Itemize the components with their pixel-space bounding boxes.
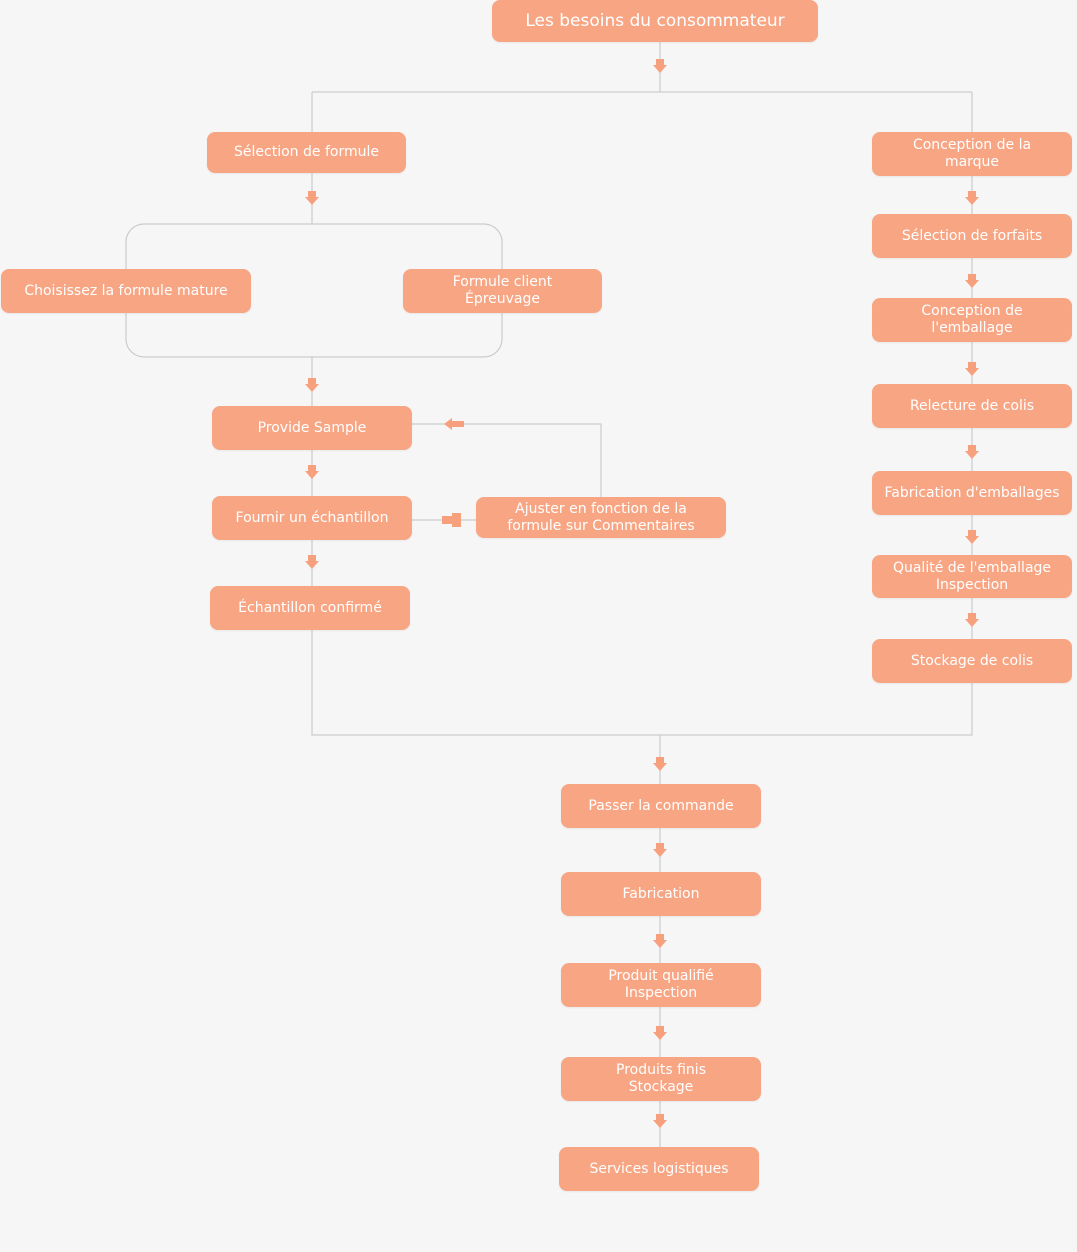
arrow-down-icon — [653, 843, 667, 857]
arrow-down-icon — [305, 465, 319, 479]
node-client-formula: Formule client Épreuvage — [403, 269, 602, 313]
arrow-down-icon — [305, 555, 319, 569]
node-package-selection: Sélection de forfaits — [872, 214, 1072, 258]
arrow-down-icon — [965, 445, 979, 459]
node-brand-design: Conception de la marque — [872, 132, 1072, 176]
node-adjust-formula: Ajuster en fonction de la formule sur Co… — [476, 497, 726, 538]
node-consumer-needs: Les besoins du consommateur — [492, 0, 818, 42]
connector-adjust-feedback — [412, 423, 602, 497]
arrow-down-icon — [653, 757, 667, 771]
node-formula-selection: Sélection de formule — [207, 132, 406, 173]
node-place-order: Passer la commande — [561, 784, 761, 828]
arrow-left-icon — [444, 418, 464, 430]
node-packaging-design: Conception de l'emballage — [872, 298, 1072, 342]
arrow-right-icon — [442, 513, 461, 527]
node-package-proofreading: Relecture de colis — [872, 384, 1072, 428]
node-supply-sample: Fournir un échantillon — [212, 496, 412, 540]
arrow-down-icon — [965, 362, 979, 376]
arrow-down-icon — [965, 530, 979, 544]
arrow-down-icon — [965, 613, 979, 627]
arrow-down-icon — [653, 59, 667, 73]
arrow-down-icon — [965, 274, 979, 288]
arrow-down-icon — [653, 1114, 667, 1128]
arrow-down-icon — [653, 934, 667, 948]
node-finished-storage: Produits finis Stockage — [561, 1057, 761, 1101]
node-provide-sample: Provide Sample — [212, 406, 412, 450]
connector-top-split — [311, 42, 973, 132]
node-package-storage: Stockage de colis — [872, 639, 1072, 683]
node-mature-formula: Choisissez la formule mature — [1, 269, 251, 313]
arrow-down-icon — [305, 378, 319, 392]
node-packaging-manufacturing: Fabrication d'emballages — [872, 471, 1072, 515]
arrow-down-icon — [653, 1026, 667, 1040]
node-product-inspection: Produit qualifié Inspection — [561, 963, 761, 1007]
arrow-down-icon — [965, 191, 979, 205]
node-logistics: Services logistiques — [559, 1147, 759, 1191]
arrow-down-icon — [305, 191, 319, 205]
node-sample-confirmed: Échantillon confirmé — [210, 586, 410, 630]
node-manufacturing: Fabrication — [561, 872, 761, 916]
node-packaging-inspection: Qualité de l'emballage Inspection — [872, 555, 1072, 598]
